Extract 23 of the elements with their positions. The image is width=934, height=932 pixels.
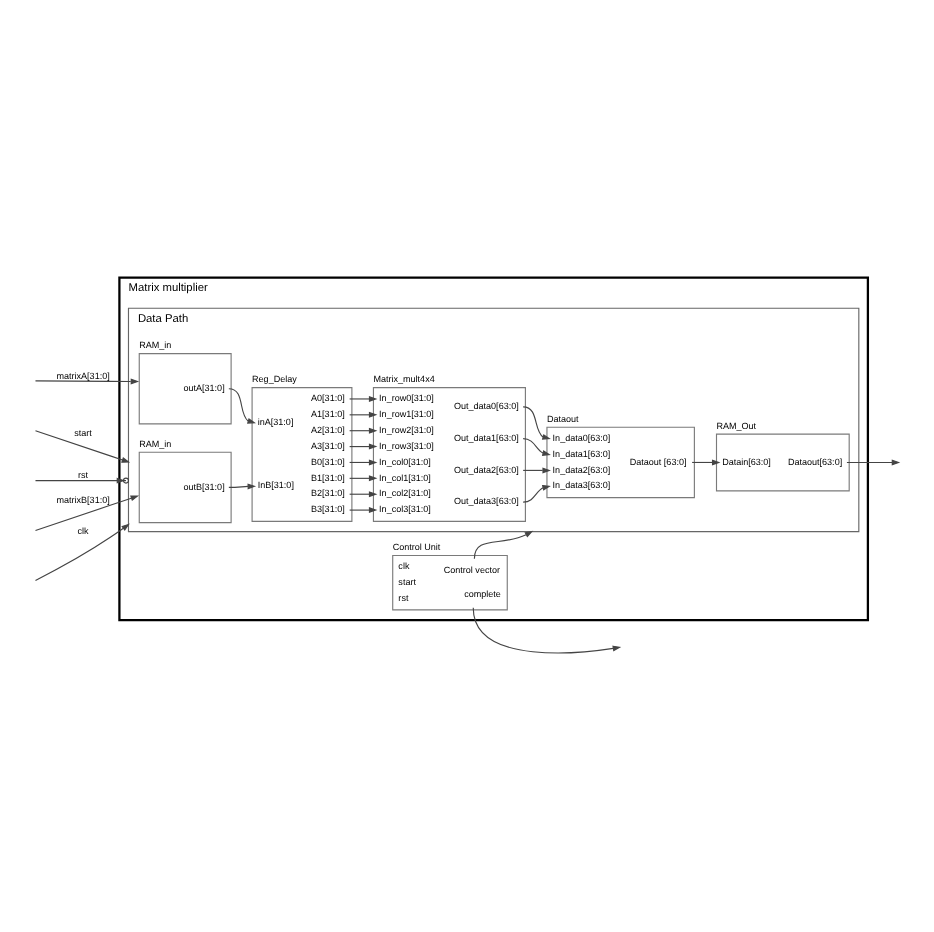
arrow <box>34 476 127 483</box>
arrow <box>34 377 140 384</box>
arrow <box>349 474 378 481</box>
arrow <box>349 410 378 417</box>
arrow <box>349 458 378 465</box>
arrow <box>349 506 378 513</box>
arrow <box>228 387 256 423</box>
arrow <box>522 405 551 439</box>
arrow <box>349 426 378 433</box>
arrow <box>522 437 551 455</box>
arrow <box>522 483 551 502</box>
arrow <box>691 458 721 465</box>
arrow <box>472 606 622 653</box>
arrow <box>473 529 534 559</box>
arrow <box>34 429 131 462</box>
arrow <box>34 494 140 531</box>
arrow <box>846 458 901 465</box>
arrow <box>34 522 130 580</box>
arrow <box>349 442 378 449</box>
arrow <box>522 466 551 473</box>
arrow <box>349 394 378 401</box>
arrow <box>228 482 257 489</box>
arrow <box>349 490 378 497</box>
